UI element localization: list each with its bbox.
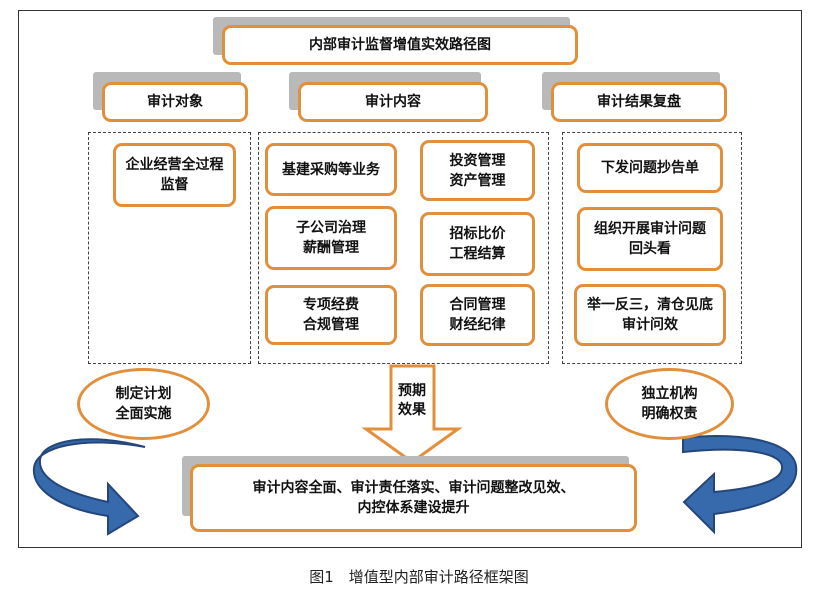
left-curved-arrow: [32, 438, 146, 536]
right-curved-arrow: [682, 435, 798, 535]
arrow-label: 预期 效果: [398, 383, 426, 418]
content-item: 招标比价 工程结算: [420, 212, 535, 276]
content-item: 投资管理 资产管理: [420, 140, 535, 201]
content-item: 基建采购等业务: [265, 143, 397, 196]
review-group: [562, 132, 742, 364]
header-audit-review: 审计结果复盘: [551, 82, 727, 122]
review-item: 组织开展审计问题 回头看: [577, 207, 723, 271]
header-audit-content: 审计内容: [298, 82, 488, 122]
left-ellipse: 制定计划 全面实施: [77, 368, 210, 440]
content-item: 专项经费 合规管理: [265, 285, 397, 345]
down-arrow: [361, 364, 463, 464]
objects-item: 企业经营全过程 监督: [113, 143, 236, 207]
header-audit-objects: 审计对象: [102, 82, 248, 122]
objects-group: [88, 132, 251, 364]
content-item: 合同管理 财经纪律: [420, 284, 535, 346]
review-item: 下发问题抄告单: [577, 143, 723, 193]
review-item: 举一反三，清仓见底 审计问效: [574, 284, 726, 346]
outcome-box: 审计内容全面、审计责任落实、审计问题整改见效、 内控体系建设提升: [190, 464, 637, 532]
diagram-title: 内部审计监督增值实效路径图: [222, 25, 578, 65]
content-group: [258, 132, 549, 364]
figure-caption: 图1 增值型内部审计路径框架图: [309, 568, 529, 586]
right-ellipse: 独立机构 明确权责: [605, 368, 734, 440]
content-item: 子公司治理 薪酬管理: [265, 206, 397, 270]
